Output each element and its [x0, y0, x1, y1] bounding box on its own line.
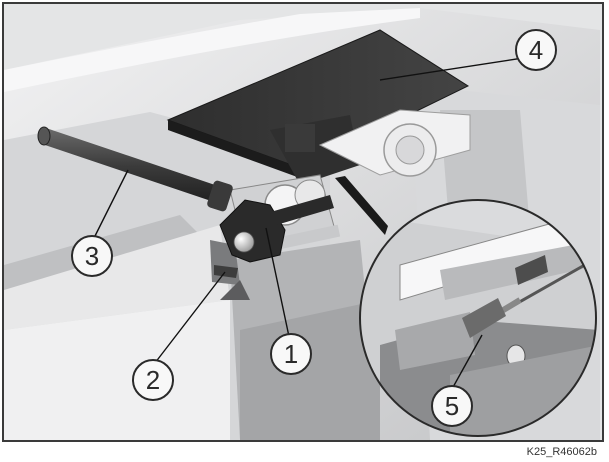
reference-code: K25_R46062b [527, 446, 597, 458]
svg-text:2: 2 [146, 365, 160, 395]
plate-part [166, 29, 470, 178]
callout-1: 1 [270, 333, 312, 375]
callout-5: 5 [431, 385, 473, 427]
rod-part [37, 126, 233, 212]
svg-text:1: 1 [284, 339, 298, 369]
callout-2: 2 [132, 359, 174, 401]
callout-3: 3 [71, 235, 113, 277]
lever-part [219, 195, 334, 263]
callout-4: 4 [515, 29, 557, 71]
svg-text:5: 5 [445, 391, 459, 421]
svg-text:4: 4 [529, 35, 543, 65]
svg-text:3: 3 [85, 241, 99, 271]
